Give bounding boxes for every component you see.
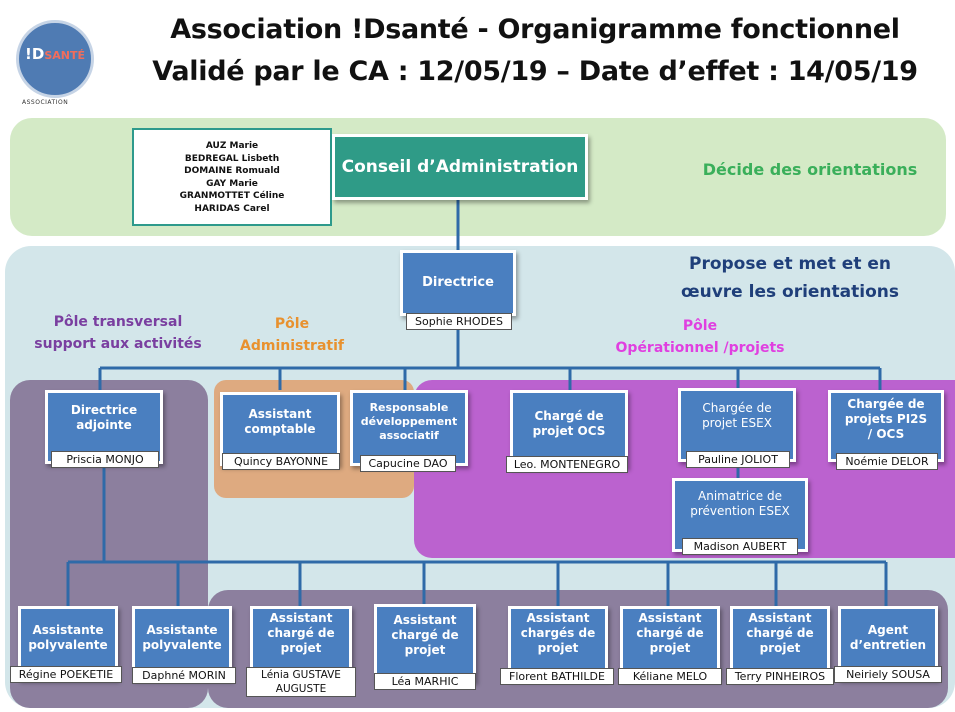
page-subtitle: Validé par le CA : 12/05/19 – Date d’eff… [152,56,918,87]
ca-box: Conseil d’Administration [332,134,588,200]
oper-pole-line2: Opérationnel /projets [615,340,785,356]
admin-pole-line1: Pôle [274,316,310,332]
association-logo: !DSANTÉ [16,20,94,98]
bottom-name: Daphné MORIN [132,667,236,684]
transversal-pole-line1: Pôle transversal [53,314,183,330]
mid-name: Pauline JOLIOT [686,451,790,468]
mid-name: Quincy BAYONNE [222,453,340,470]
page-title: Association !Dsanté - Organigramme fonct… [170,14,900,45]
mid-box-chargee-projets-pi2s: Chargée de projets PI2S / OCS [828,390,944,462]
ca-member: HARIDAS Carel [194,203,270,214]
transversal-pole-line2: support aux activités [34,336,202,352]
bottom-box: Assistant chargé de projet [374,604,476,682]
ca-role-label: Décide des orientations [702,160,918,179]
ca-member: GRANMOTTET Céline [179,191,285,201]
admin-pole-line2: Administratif [240,338,344,354]
bottom-box: Assistant chargés de projet [508,606,608,680]
bottom-box: Assistant chargé de projet [730,606,830,680]
ca-member: DOMAINE Romuald [184,166,280,176]
ca-member: GAY Marie [206,178,258,189]
logo-mark-sub: SANTÉ [44,49,85,62]
ca-member: AUZ Marie [205,141,259,151]
bottom-name: Lénia GUSTAVE AUGUSTE [246,667,356,697]
logo-caption: ASSOCIATION [22,99,69,106]
bottom-name: Neiriely SOUSA [834,666,942,683]
mid-name: Madison AUBERT [682,538,798,555]
bottom-name: Régine POEKETIE [10,666,122,683]
bottom-name: Florent BATHILDE [500,668,614,685]
bottom-name: Léa MARHIC [374,673,476,690]
director-title: Directrice [422,275,494,290]
ca-member: BEDREGAL Lisbeth [184,153,280,164]
mid-name: Noémie DELOR [836,453,938,470]
director-box: Directrice [400,250,516,316]
logo-mark: !D [25,45,45,63]
ca-members-list: AUZ Marie BEDREGAL Lisbeth DOMAINE Romua… [132,128,332,226]
direction-role-line1: Propose et met et en [688,254,891,274]
mid-name: Priscia MONJO [51,451,159,468]
mid-name: Leo. MONTENEGRO [506,456,628,473]
mid-name: Capucine DAO [360,455,456,472]
direction-role-line2: œuvre les orientations [681,282,899,302]
bottom-name: Terry PINHEIROS [726,668,834,685]
bottom-name: Kéliane MELO [618,668,722,685]
director-name: Sophie RHODES [406,313,512,330]
oper-pole-line1: Pôle [682,318,718,334]
mid-box-responsable-developpement: Responsable développement associatif [350,390,468,466]
